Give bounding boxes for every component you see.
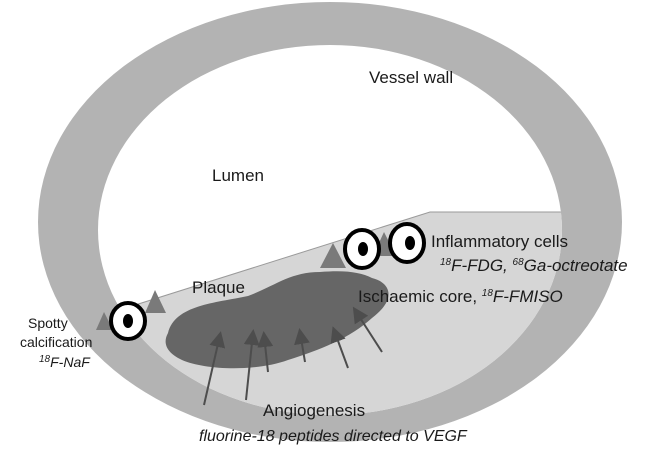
label-ischaemic-core: Ischaemic core, 18F-FMISO <box>358 287 563 306</box>
label-lumen: Lumen <box>212 166 264 185</box>
ischaemic-core-text: Ischaemic core, <box>358 287 482 306</box>
tracer-superscript: 18 <box>39 354 51 365</box>
label-spotty: Spotty <box>28 315 68 331</box>
tracer-superscript: 68 <box>513 257 525 268</box>
tracer-fdg: F-FDG, <box>451 256 512 275</box>
label-angiogenesis: Angiogenesis <box>263 401 365 420</box>
inflammatory-cell <box>345 230 379 268</box>
label-vessel-wall: Vessel wall <box>369 68 453 87</box>
label-plaque: Plaque <box>192 278 245 297</box>
tracer-fmiso: F-FMISO <box>493 287 563 306</box>
label-inflammatory-tracers: 18F-FDG, 68Ga-octreotate <box>440 256 628 275</box>
tracer-superscript: 18 <box>440 257 452 268</box>
label-calcification: calcification <box>20 334 92 350</box>
label-spotty-tracer: 18F-NaF <box>39 354 91 370</box>
tracer-naf: F-NaF <box>50 354 91 370</box>
label-inflammatory-cells: Inflammatory cells <box>431 232 568 251</box>
label-angiogenesis-tracer: fluorine-18 peptides directed to VEGF <box>199 428 468 445</box>
tracer-superscript: 18 <box>482 288 494 299</box>
inflammatory-cell <box>111 303 145 339</box>
inflammatory-cell <box>390 224 424 262</box>
tracer-ga: Ga-octreotate <box>524 256 628 275</box>
